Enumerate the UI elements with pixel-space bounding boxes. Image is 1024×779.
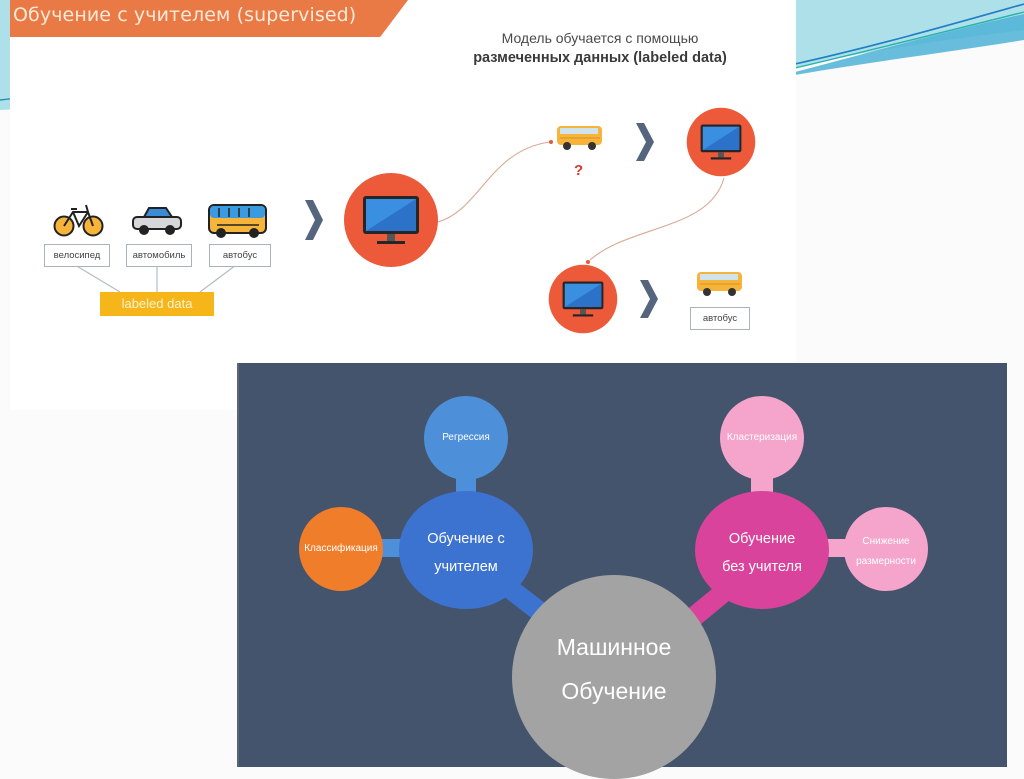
node-supervised: Обучение с учителем [399,491,533,609]
node-clustering-label: Кластеризация [726,432,798,443]
node-dimensionality-reduction: Снижение размерности [844,507,928,591]
input-label-bus: автобус [209,244,271,267]
input-label-car: автомобиль [126,244,192,267]
chevron-right-icon [636,123,654,161]
node-classification-label: Классификация [304,543,378,554]
node-classification: Классификация [299,507,383,591]
node-supervised-line1: Обучение с [427,531,505,547]
unknown-marker: ? [574,162,584,179]
connector-lines [69,140,725,293]
model-monitor-icon [344,173,438,267]
node-machine-learning: Машинное Обучение [512,575,716,779]
unknown-bus-icon [557,126,602,150]
labeled-data-badge: labeled data [100,292,214,316]
node-center-line2: Обучение [561,678,667,704]
caption-line-2: размеченных данных (labeled data) [473,50,727,66]
supervised-learning-figure: Обучение с учителем (supervised) Модель … [10,0,796,410]
car-icon [132,207,182,235]
node-supervised-line2: учителем [434,559,498,575]
node-regression: Регрессия [424,396,508,480]
model-monitor-icon [548,264,618,334]
title-banner: Обучение с учителем (supervised) [10,0,408,37]
node-unsupervised: Обучение без учителя [695,491,829,609]
chevron-right-icon [305,200,323,240]
chevron-right-icon [640,280,658,318]
node-regression-label: Регрессия [442,432,490,443]
slide-title: Обучение с учителем (supervised) [13,4,357,26]
input-label-bicycle: велосипед [44,244,110,267]
prediction-label: автобус [690,307,750,330]
bicycle-icon [53,204,104,237]
predicted-bus-icon [697,272,742,296]
node-unsupervised-line1: Обучение [728,531,796,547]
caption-line-1: Модель обучается с помощью [501,30,699,46]
node-unsupervised-line2: без учителя [722,559,802,575]
bus-icon [208,204,267,238]
node-clustering: Кластеризация [720,396,804,480]
node-dimred-line1: Снижение [862,536,910,547]
model-monitor-icon [686,107,756,177]
model-caption: Модель обучается с помощью размеченных д… [440,28,760,68]
node-center-line1: Машинное [556,634,672,660]
ml-mindmap: Регрессия Классификация Обучение с учите… [237,363,1007,779]
node-dimred-line2: размерности [856,556,916,567]
